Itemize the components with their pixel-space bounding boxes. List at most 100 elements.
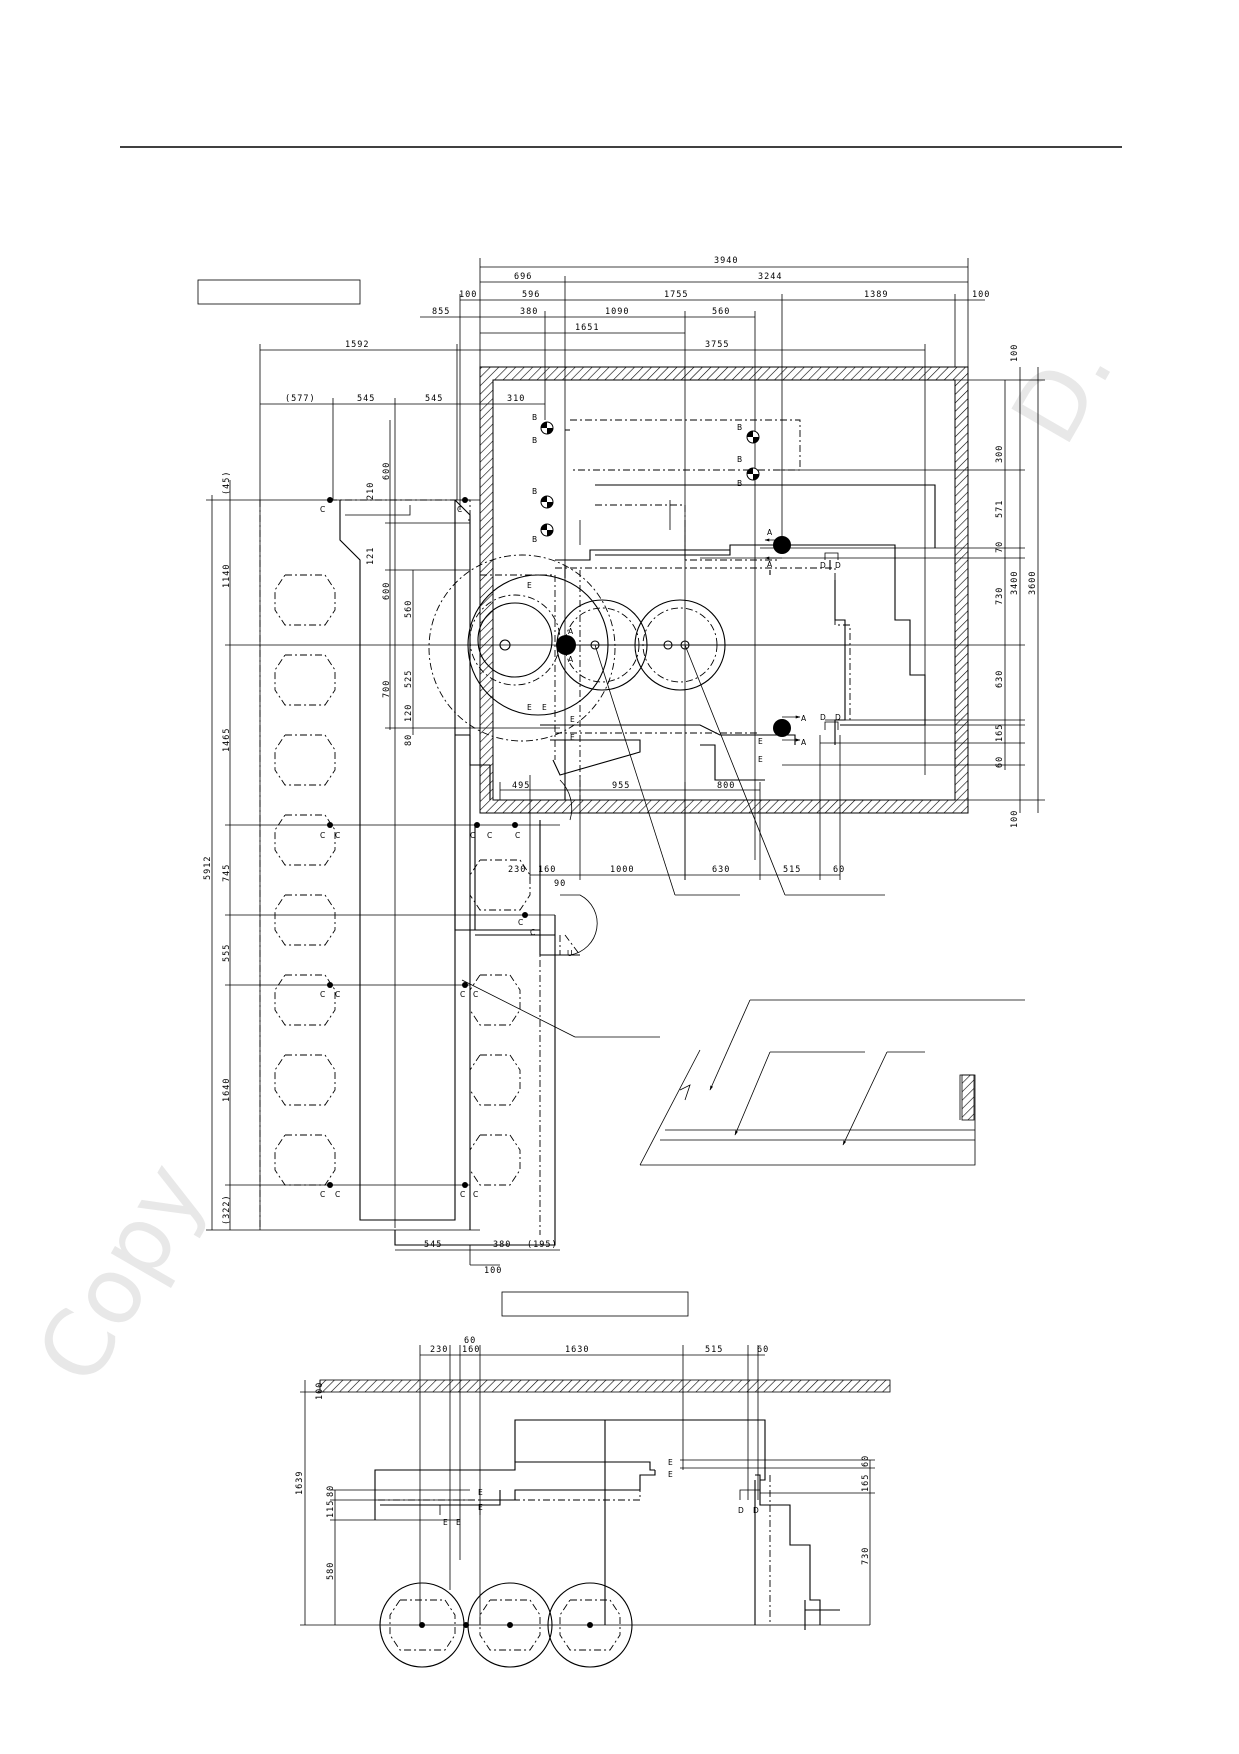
- roller-circles: [428, 536, 791, 821]
- marker-c: C: [335, 990, 340, 999]
- dim-730: 730: [861, 1547, 871, 1565]
- dim-600: 600: [382, 582, 392, 600]
- dim-1389: 1389: [864, 290, 888, 300]
- dim-577: (577): [285, 394, 316, 404]
- dim-45: (45): [222, 471, 232, 495]
- marker-c: C: [320, 831, 325, 840]
- marker-e: E: [527, 703, 532, 712]
- dim-580: 580: [326, 1562, 336, 1580]
- dim-160: 160: [462, 1345, 480, 1355]
- marker-c: C: [473, 1190, 478, 1199]
- dim-60: 60: [757, 1345, 769, 1355]
- dim-555: 555: [222, 944, 232, 962]
- marker-b: B: [737, 423, 742, 432]
- dim-696: 696: [514, 272, 532, 282]
- marker-b: B: [532, 436, 537, 445]
- dim-3755: 3755: [705, 340, 729, 350]
- dim-545: 545: [424, 1240, 442, 1250]
- marker-e: E: [570, 715, 575, 724]
- dim-955: 955: [612, 781, 630, 791]
- dim-3600: 3600: [1028, 571, 1038, 595]
- marker-u: U: [567, 949, 573, 958]
- dim-596: 596: [522, 290, 540, 300]
- marker-d: D: [753, 1506, 759, 1515]
- dim-100: 100: [315, 1382, 325, 1400]
- dim-210: 210: [366, 482, 376, 500]
- dim-1090: 1090: [605, 307, 629, 317]
- marker-e: E: [443, 1518, 448, 1527]
- marker-d: D: [835, 561, 841, 570]
- dim-70: 70: [995, 541, 1005, 553]
- dim-300: 300: [995, 445, 1005, 463]
- dim-230: 230: [430, 1345, 448, 1355]
- dim-90: 90: [554, 879, 566, 889]
- section-top-texts: 60 230 160 1630 515 60: [430, 1336, 769, 1355]
- marker-c: C: [518, 918, 523, 927]
- dim-100: 100: [459, 290, 477, 300]
- plan-title-box: [197, 279, 361, 305]
- dim-230: 230: [508, 865, 526, 875]
- marker-a: A: [801, 714, 807, 723]
- dim-515: 515: [783, 865, 801, 875]
- top-dimension-texts: 3940 696 3244 100 596 1755 1389 100 855 …: [285, 256, 989, 404]
- watermark-text-right: D.: [991, 321, 1134, 461]
- dim-1640: 1640: [222, 1078, 232, 1102]
- dim-165: 165: [861, 1474, 871, 1492]
- dim-80: 80: [326, 1485, 336, 1497]
- room-wall: [479, 366, 969, 814]
- section-right-dims: [680, 1459, 875, 1625]
- marker-a: A: [767, 560, 773, 569]
- dim-3940: 3940: [714, 256, 738, 266]
- marker-d: D: [820, 561, 826, 570]
- dim-560: 560: [404, 600, 414, 618]
- dim-310: 310: [507, 394, 525, 404]
- dim-115: 115: [326, 1500, 336, 1518]
- marker-e: E: [570, 733, 575, 742]
- dim-1592: 1592: [345, 340, 369, 350]
- dim-100: 100: [1010, 344, 1020, 362]
- room-bottom-dims: [499, 735, 841, 880]
- adE-markers: A A A A A A D D D D E E E E E E E: [527, 528, 841, 764]
- marker-e: E: [478, 1488, 483, 1497]
- marker-c: C: [470, 831, 475, 840]
- dim-1755: 1755: [664, 290, 688, 300]
- dim-80: 80: [404, 734, 414, 746]
- marker-e: E: [542, 703, 547, 712]
- dim-3400: 3400: [1010, 571, 1020, 595]
- structure-bottom-dims: [395, 1245, 560, 1266]
- room-bottom-texts: 495 955 800 230 160 1000 630 515 60 90: [508, 781, 844, 889]
- marker-d: D: [820, 713, 826, 722]
- marker-a: A: [568, 655, 574, 664]
- dim-545: 545: [357, 394, 375, 404]
- dim-3244: 3244: [758, 272, 782, 282]
- left-roller-column: [274, 574, 531, 1186]
- dim-1639: 1639: [295, 1471, 305, 1495]
- marker-c: C: [320, 1190, 325, 1199]
- marker-c: C: [487, 831, 492, 840]
- section-left-dims: [300, 1380, 870, 1626]
- marker-c: C: [335, 831, 340, 840]
- marker-a: A: [568, 627, 574, 636]
- left-dimension-texts: (45) 1140 1465 5912 745 555 1640 (322) 6…: [203, 462, 414, 1225]
- dim-700: 700: [382, 680, 392, 698]
- marker-b: B: [532, 487, 537, 496]
- marker-d: D: [738, 1506, 744, 1515]
- section-rollers: [379, 1582, 633, 1668]
- marker-d: D: [835, 713, 841, 722]
- left-structure: U: [259, 499, 598, 1246]
- dim-322: (322): [222, 1194, 232, 1225]
- section-left-texts: 100 1639 80 115 580: [295, 1382, 336, 1580]
- marker-e: E: [758, 755, 763, 764]
- section-title-box: [501, 1291, 689, 1317]
- marker-b: B: [532, 535, 537, 544]
- dim-600: 600: [382, 462, 392, 480]
- section-right-texts: 60 165 730: [861, 1455, 871, 1565]
- section-ceiling: [319, 1379, 891, 1393]
- dim-630: 630: [712, 865, 730, 875]
- marker-c: C: [515, 831, 520, 840]
- leader-lines: [461, 644, 885, 1038]
- marker-b: B: [737, 455, 742, 464]
- dim-60: 60: [995, 756, 1005, 768]
- dim-60: 60: [861, 1455, 871, 1467]
- marker-e: E: [478, 1503, 483, 1512]
